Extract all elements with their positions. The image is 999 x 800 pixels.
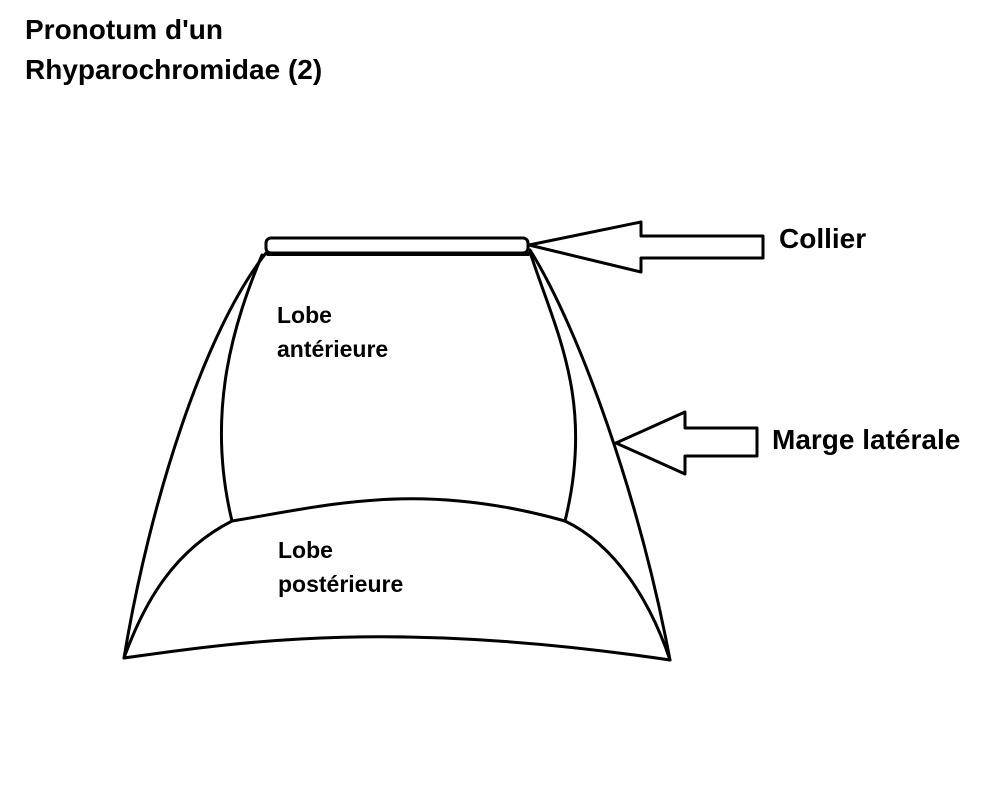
lobe-division-line <box>230 497 567 523</box>
outer-right-margin <box>528 248 672 662</box>
collier-arrow <box>527 220 765 274</box>
inner-left-margin <box>219 253 264 523</box>
label-lobe-posterieur-line-1: Lobe <box>278 537 333 563</box>
label-lobe-posterieur-line-2: postérieure <box>278 571 404 597</box>
outer-left-margin <box>122 251 268 660</box>
title-line-1: Pronotum d'un <box>25 14 223 45</box>
label-collier: Collier <box>779 223 867 254</box>
inner-right-margin <box>528 250 578 523</box>
label-lobe-anterieur-line-2: antérieure <box>277 336 389 362</box>
label-lobe-anterieur-line-1: Lobe <box>277 302 332 328</box>
posterior-margin <box>122 635 672 662</box>
label-lobe-posterieur: Lobe postérieure <box>278 533 403 601</box>
posterior-right-side <box>563 519 672 662</box>
title-line-2: Rhyparochromidae (2) <box>25 54 323 85</box>
label-marge-laterale: Marge latérale <box>772 424 961 455</box>
posterior-left-side <box>122 519 234 660</box>
collar-shape <box>264 236 530 255</box>
diagram-title: Pronotum d'un Rhyparochromidae (2) <box>25 10 322 90</box>
label-lobe-anterieur: Lobe antérieure <box>277 298 388 366</box>
marge-arrow <box>614 410 759 476</box>
